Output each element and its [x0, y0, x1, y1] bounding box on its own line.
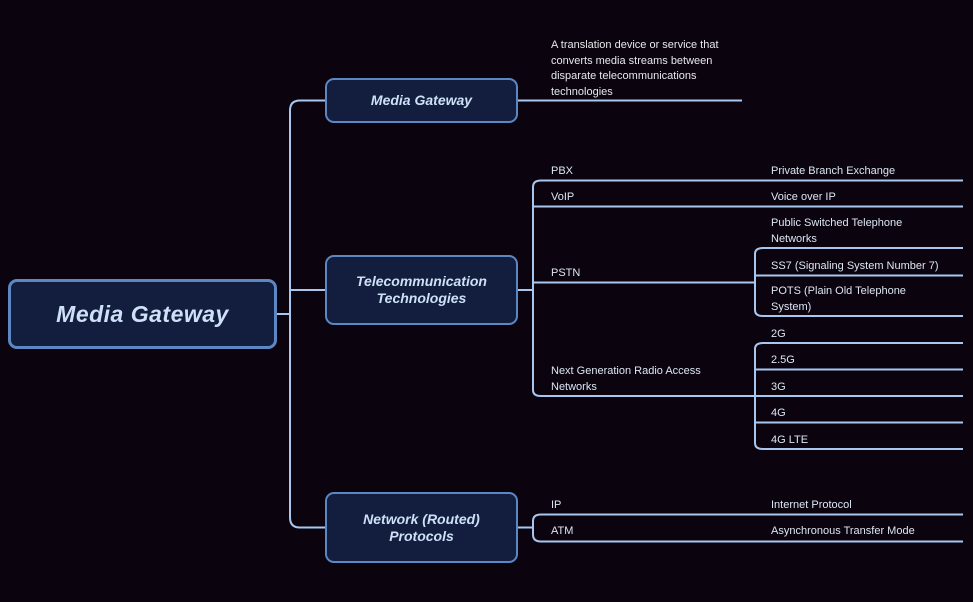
topic-atm[interactable]: ATM — [551, 525, 574, 537]
detail-2g[interactable]: 2G — [771, 328, 786, 340]
link-trunk — [289, 99, 325, 529]
detail-asynchronous-transfer-mode[interactable]: Asynchronous Transfer Mode — [771, 525, 915, 537]
link-row-2g — [754, 342, 963, 350]
branch-node-telecommunication-technologies[interactable]: Telecommunication Technologies — [325, 255, 518, 325]
detail-pots[interactable]: POTS (Plain Old Telephone System) — [771, 285, 906, 313]
detail-internet-protocol[interactable]: Internet Protocol — [771, 499, 852, 511]
detail-private-branch-exchange[interactable]: Private Branch Exchange — [771, 165, 896, 177]
root-node-label: Media Gateway — [56, 300, 229, 327]
link-row-pstn-child1 — [754, 247, 963, 255]
branch-node-media-gateway[interactable]: Media Gateway — [325, 78, 518, 123]
detail-3g[interactable]: 3G — [771, 381, 786, 393]
link-row-ip — [532, 513, 963, 522]
branch-node-label: Telecommunication Technologies — [356, 273, 487, 306]
detail-public-switched-telephone-networks[interactable]: Public Switched Telephone Networks — [771, 217, 903, 245]
topic-pstn[interactable]: PSTN — [551, 267, 581, 279]
branch-node-label: Network (Routed) Protocols — [363, 510, 480, 544]
link-row-4glte — [754, 442, 963, 450]
detail-4g-lte[interactable]: 4G LTE — [771, 434, 809, 446]
detail-2-5g[interactable]: 2.5G — [771, 354, 795, 366]
branch-node-network-routed-protocols[interactable]: Network (Routed) Protocols — [325, 492, 518, 563]
link-row-pstn-child3 — [754, 309, 963, 317]
topic-next-generation-radio-access-networks[interactable]: Next Generation Radio Access Networks — [551, 365, 701, 393]
link-row-nextgen — [532, 389, 755, 397]
root-node-media-gateway[interactable]: Media Gateway — [8, 279, 277, 349]
branch-node-label: Media Gateway — [370, 92, 473, 108]
link-row-atm — [532, 534, 963, 543]
topic-pbx[interactable]: PBX — [551, 165, 574, 177]
detail-4g[interactable]: 4G — [771, 407, 786, 419]
link-row-pbx — [532, 179, 963, 188]
topic-ip[interactable]: IP — [551, 499, 562, 511]
media-gateway-description[interactable]: A translation device or service that con… — [551, 39, 719, 98]
detail-ss7[interactable]: SS7 (Signaling System Number 7) — [771, 260, 939, 272]
topic-voip[interactable]: VoIP — [551, 191, 575, 203]
detail-voice-over-ip[interactable]: Voice over IP — [771, 191, 836, 203]
